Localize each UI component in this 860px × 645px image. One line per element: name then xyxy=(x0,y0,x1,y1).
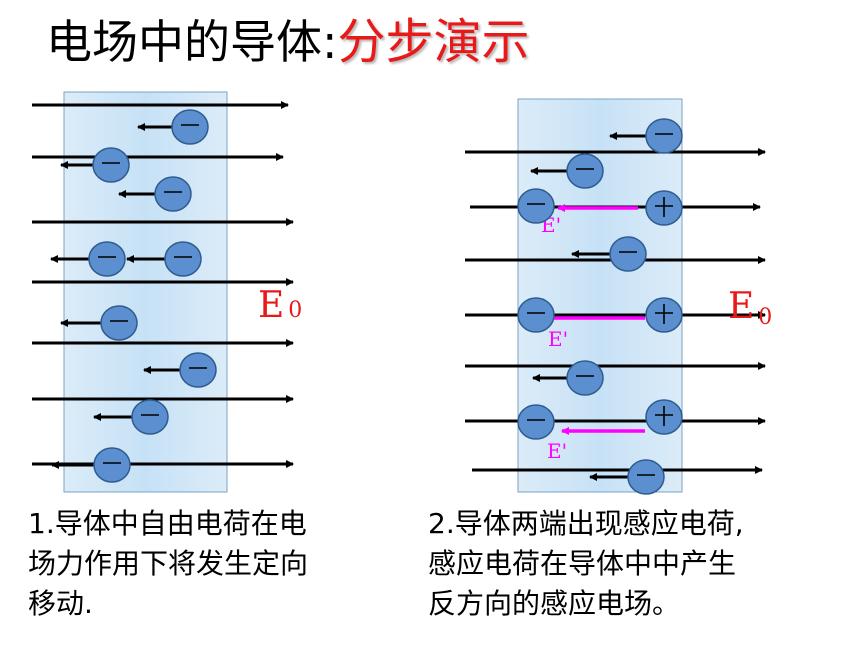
induced-field-panel2: E'E'E' xyxy=(541,204,645,463)
electron xyxy=(517,297,555,333)
negative-charge xyxy=(154,176,192,212)
negative-charge xyxy=(609,236,647,272)
negative-charge xyxy=(627,459,665,495)
negative-charge xyxy=(179,352,217,388)
negative-charge xyxy=(171,109,209,145)
electron xyxy=(517,404,555,440)
induced-field-label: E' xyxy=(548,327,568,351)
electron xyxy=(589,459,665,495)
caption-panel2-line2: 感应电荷在导体中中产生 xyxy=(428,547,737,580)
free-electron xyxy=(60,305,138,341)
caption-panel1: 1.导体中自由电荷在电 场力作用下将发生定向 移动. xyxy=(28,504,378,624)
electron xyxy=(532,360,604,396)
negative-charge xyxy=(131,399,169,435)
negative-charge xyxy=(93,447,131,483)
negative-charge xyxy=(517,404,555,440)
title-main: 电场中的导体: xyxy=(46,15,338,69)
negative-charge xyxy=(88,241,126,277)
title-highlight: 分步演示 xyxy=(337,14,530,70)
free-electron xyxy=(118,176,192,212)
free-electron xyxy=(50,241,126,277)
free-electron xyxy=(143,352,217,388)
induced-positive-charge xyxy=(645,399,683,435)
charges-panel2 xyxy=(517,118,683,495)
caption-panel1-line2: 场力作用下将发生定向 xyxy=(28,547,309,580)
charges-panel1 xyxy=(50,109,217,483)
caption-panel1-line3: 移动. xyxy=(28,587,93,620)
free-electron xyxy=(137,109,209,145)
negative-charge xyxy=(100,305,138,341)
negative-charge xyxy=(645,118,683,154)
free-electron xyxy=(126,241,202,277)
negative-charge xyxy=(92,147,130,183)
caption-panel1-line1: 1.导体中自由电荷在电 xyxy=(28,507,307,540)
free-electron xyxy=(60,147,130,183)
electron xyxy=(517,188,555,224)
caption-panel2-line1: 2.导体两端出现感应电荷, xyxy=(428,507,744,540)
free-electron xyxy=(51,447,131,483)
electron xyxy=(609,118,683,154)
caption-panel2: 2.导体两端出现感应电荷, 感应电荷在导体中中产生 反方向的感应电场。 xyxy=(428,504,838,624)
electron xyxy=(530,153,604,189)
induced-positive-charge xyxy=(645,190,683,226)
slide-title: 电场中的导体:分步演示 xyxy=(46,4,530,80)
induced-positive-charge xyxy=(645,297,683,333)
induced-field-label: E' xyxy=(547,439,567,463)
negative-charge xyxy=(566,360,604,396)
negative-charge xyxy=(164,241,202,277)
negative-charge xyxy=(566,153,604,189)
negative-charge xyxy=(517,297,555,333)
electron xyxy=(571,236,647,272)
free-electron xyxy=(93,399,169,435)
negative-charge xyxy=(517,188,555,224)
caption-panel2-line3: 反方向的感应电场。 xyxy=(428,587,681,620)
